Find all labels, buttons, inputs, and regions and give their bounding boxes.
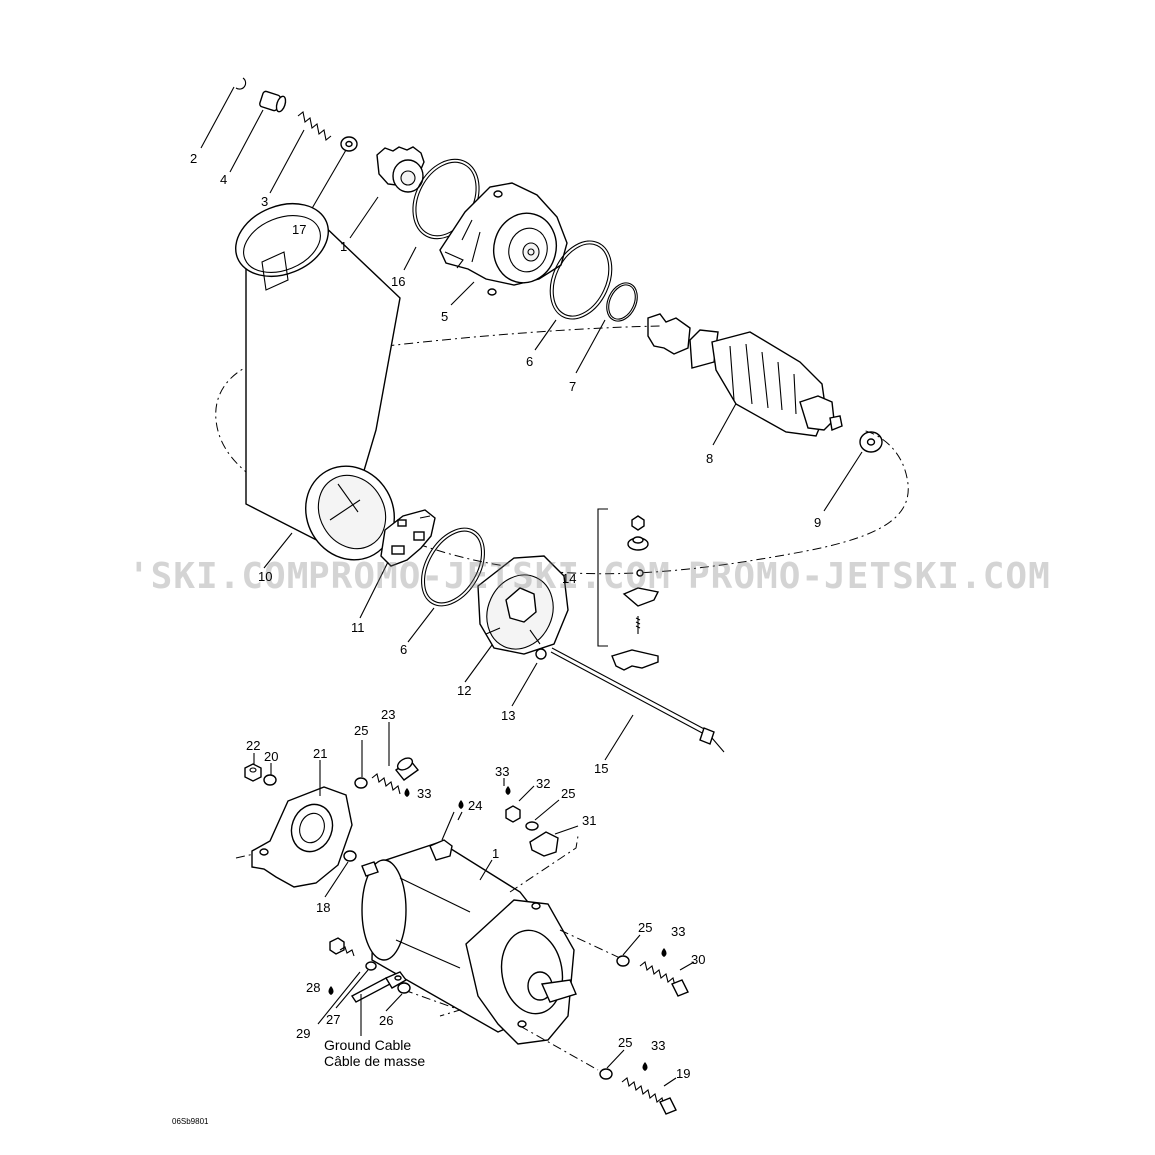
callout-1-bottom: 1	[492, 846, 500, 861]
callout-23: 23	[381, 707, 396, 722]
terminal-kit-group	[597, 508, 660, 671]
screw-part-upper	[371, 757, 420, 795]
callout-20: 20	[264, 749, 279, 764]
screw-part-30	[639, 961, 689, 997]
armature-part	[647, 313, 843, 437]
thread-locker-drop-icon-3	[505, 786, 511, 795]
watermark-right: PROMO-JETSKI.COM	[688, 556, 1051, 597]
ground-cable-label-en: Ground Cable	[324, 1037, 412, 1053]
callout-25-d: 25	[618, 1035, 633, 1050]
callout-4: 4	[220, 172, 228, 187]
lock-washer-part	[263, 774, 277, 786]
thread-locker-drop-icon-5	[328, 986, 334, 995]
leader-lines-bottom	[253, 722, 695, 1087]
callout-25-right: 25	[561, 786, 576, 801]
washer-part-d	[599, 1068, 613, 1080]
retaining-ring-part	[235, 77, 247, 90]
callout-27: 27	[326, 1012, 341, 1027]
callout-33-d: 33	[651, 1038, 666, 1053]
bolt-part-28	[329, 937, 355, 957]
callout-31: 31	[582, 813, 597, 828]
callout-10: 10	[258, 569, 273, 584]
gasket-part-2	[421, 527, 485, 607]
washer-part-b	[525, 821, 539, 831]
nut-part	[244, 763, 262, 782]
thread-locker-drop-icon-4	[661, 948, 667, 957]
callout-16: 16	[391, 274, 406, 289]
callout-13: 13	[501, 708, 516, 723]
callout-33-a: 33	[417, 786, 432, 801]
drive-housing-part	[439, 182, 568, 296]
washer-part-a	[354, 777, 368, 789]
callout-30: 30	[691, 952, 706, 967]
callout-15: 15	[594, 761, 609, 776]
ground-cable-label: Ground Cable Câble de masse	[324, 1037, 425, 1069]
through-bolt-part	[550, 647, 725, 753]
callout-28: 28	[306, 980, 321, 995]
thread-locker-drop-icon-6	[642, 1062, 648, 1071]
callout-14: 14	[562, 571, 577, 586]
callout-2: 2	[190, 151, 198, 166]
washer-part-27	[365, 961, 377, 971]
callout-8: 8	[706, 451, 714, 466]
small-o-ring-part	[535, 648, 547, 660]
brush-holder-part	[380, 509, 436, 567]
washer-part-c	[616, 955, 630, 967]
callout-18: 18	[316, 900, 331, 915]
nut-part-2	[505, 805, 521, 823]
washer-part-18	[343, 850, 357, 862]
thread-locker-drop-icon-2	[458, 800, 464, 809]
starter-motor-part	[361, 811, 577, 1045]
o-ring-small-part	[606, 282, 638, 322]
thrust-washer-part	[859, 431, 883, 453]
callout-19: 19	[676, 1066, 691, 1081]
callout-3: 3	[261, 194, 269, 209]
callout-25-c: 25	[638, 920, 653, 935]
gasket-part	[549, 240, 613, 320]
spring-part	[297, 111, 332, 141]
callout-32: 32	[536, 776, 551, 791]
callout-26: 26	[379, 1013, 394, 1028]
end-cover-part	[477, 555, 569, 655]
callout-11: 11	[351, 620, 365, 635]
drive-pinion-part	[376, 146, 425, 193]
stop-collar-part	[259, 90, 287, 113]
ground-cable-label-fr: Câble de masse	[324, 1053, 426, 1069]
terminal-cover-part	[529, 831, 559, 857]
watermark-left: 'SKI.COM	[128, 556, 310, 597]
callout-6-middle: 6	[400, 642, 408, 657]
drawing-code: 06Sb9801	[172, 1117, 209, 1126]
thread-locker-drop-icon	[404, 788, 410, 797]
callout-24: 24	[468, 798, 483, 813]
callout-6-top: 6	[526, 354, 534, 369]
callout-1-top: 1	[340, 239, 348, 254]
star-washer-part	[397, 982, 411, 994]
leader-lines-middle	[263, 532, 634, 761]
watermark-middle: PROMO-JETSKI.COM	[308, 556, 671, 597]
callout-25-upper: 25	[354, 723, 369, 738]
screw-part-19	[621, 1077, 677, 1115]
assembly-lines-bottom	[403, 835, 621, 1071]
callout-22: 22	[246, 738, 261, 753]
callout-7: 7	[569, 379, 577, 394]
callout-5: 5	[441, 309, 449, 324]
callout-17: 17	[292, 222, 307, 237]
callout-29: 29	[296, 1026, 311, 1041]
callout-33-c: 33	[671, 924, 686, 939]
callout-9: 9	[814, 515, 822, 530]
yoke-housing-part	[235, 203, 401, 561]
leader-lines-top	[200, 86, 863, 512]
callout-33-b: 33	[495, 764, 510, 779]
callout-21: 21	[313, 746, 328, 761]
callout-12: 12	[457, 683, 472, 698]
support-bracket-part	[235, 786, 353, 888]
washer-part	[340, 136, 358, 152]
